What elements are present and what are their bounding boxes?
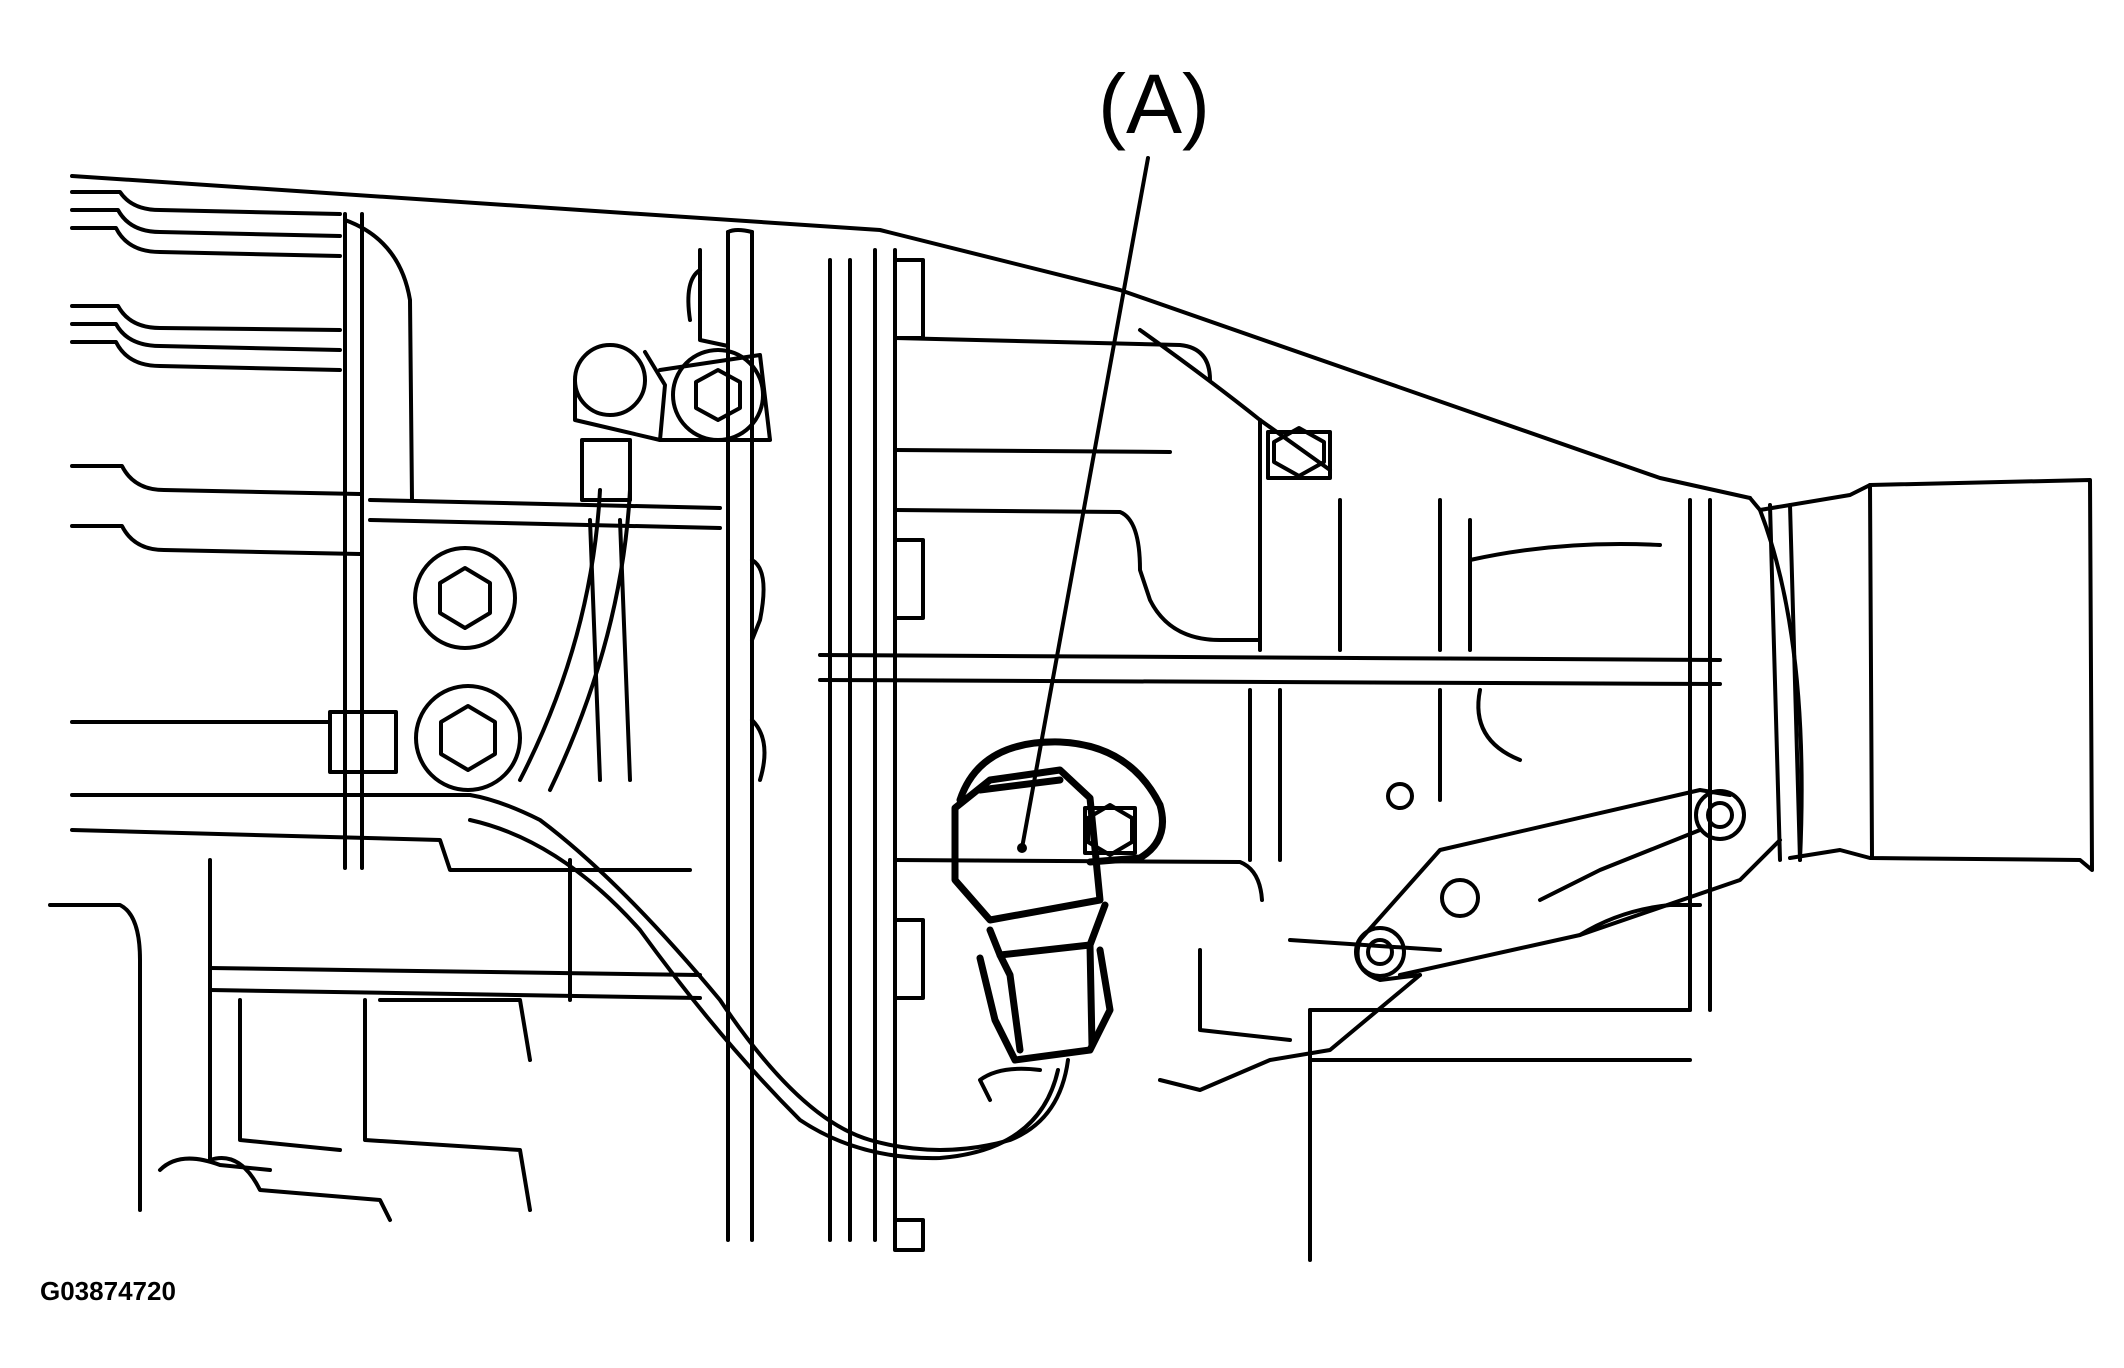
bolt-left-lower bbox=[414, 684, 522, 792]
output-flange bbox=[1748, 478, 2094, 872]
harness-connector bbox=[328, 710, 398, 774]
sensor-a bbox=[951, 738, 1166, 1064]
lower-left-box bbox=[48, 828, 692, 1222]
figure-id: G03874720 bbox=[40, 1276, 176, 1306]
left-housing-ribs bbox=[70, 190, 414, 870]
support-bracket bbox=[1158, 788, 1782, 1092]
bolt-left-upper bbox=[413, 546, 517, 650]
flange-bolt-strip bbox=[893, 258, 925, 1252]
bolt-bracket bbox=[671, 348, 765, 442]
upper-frame bbox=[893, 328, 1712, 1012]
bolt-bracket-right bbox=[1694, 789, 1746, 841]
wire-harness bbox=[70, 343, 1070, 1161]
callout-leader bbox=[1020, 156, 1150, 850]
callout-label-a: (A) bbox=[1098, 57, 1210, 151]
cross-rails bbox=[208, 498, 1722, 1000]
center-plate bbox=[686, 228, 897, 1242]
housing-top-outline bbox=[70, 174, 1752, 500]
lower-frame bbox=[893, 688, 1692, 1262]
